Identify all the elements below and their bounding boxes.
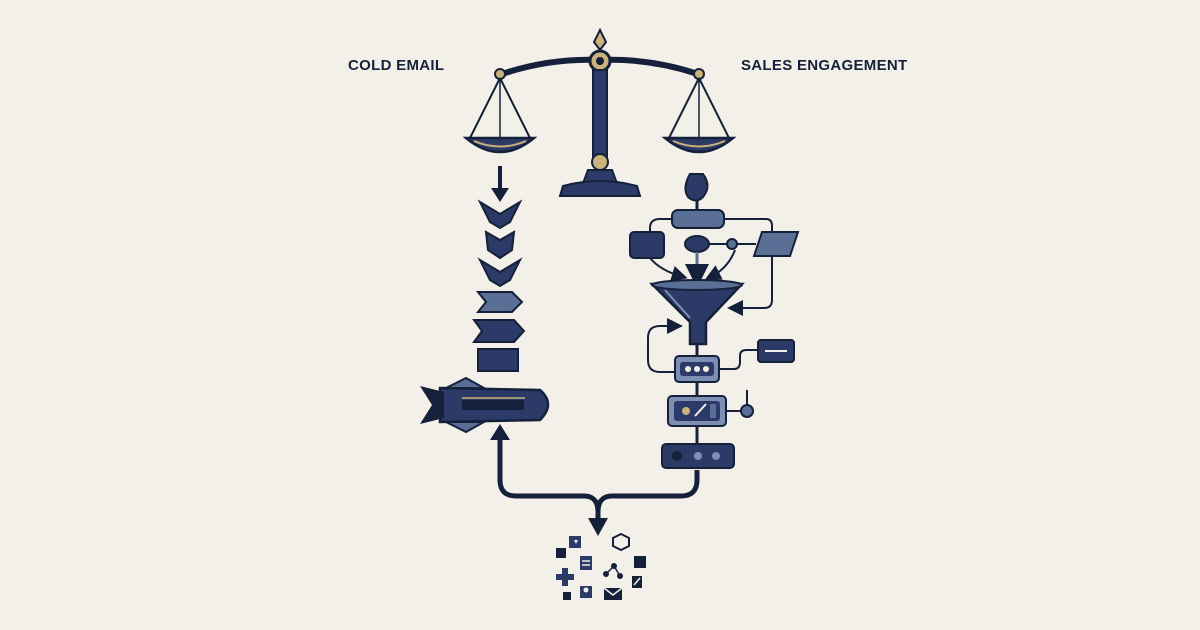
funnel-icon: [648, 279, 745, 356]
label-sales-engagement: SALES ENGAGEMENT: [741, 57, 908, 74]
app-icons-cluster-icon: [556, 532, 646, 600]
balance-scale-icon: [462, 27, 737, 197]
workflow-node-icon: [629, 173, 800, 316]
label-cold-email: COLD EMAIL: [348, 57, 445, 74]
down-arrow-icon: [491, 166, 509, 202]
workflow-node-icon: [667, 390, 754, 444]
workflow-node-icon: [661, 443, 735, 469]
workflow-node-icon: [674, 339, 795, 396]
bottom-connector: [490, 424, 700, 536]
chevron-stack-icon: [472, 199, 526, 372]
rocket-icon: [420, 376, 550, 434]
